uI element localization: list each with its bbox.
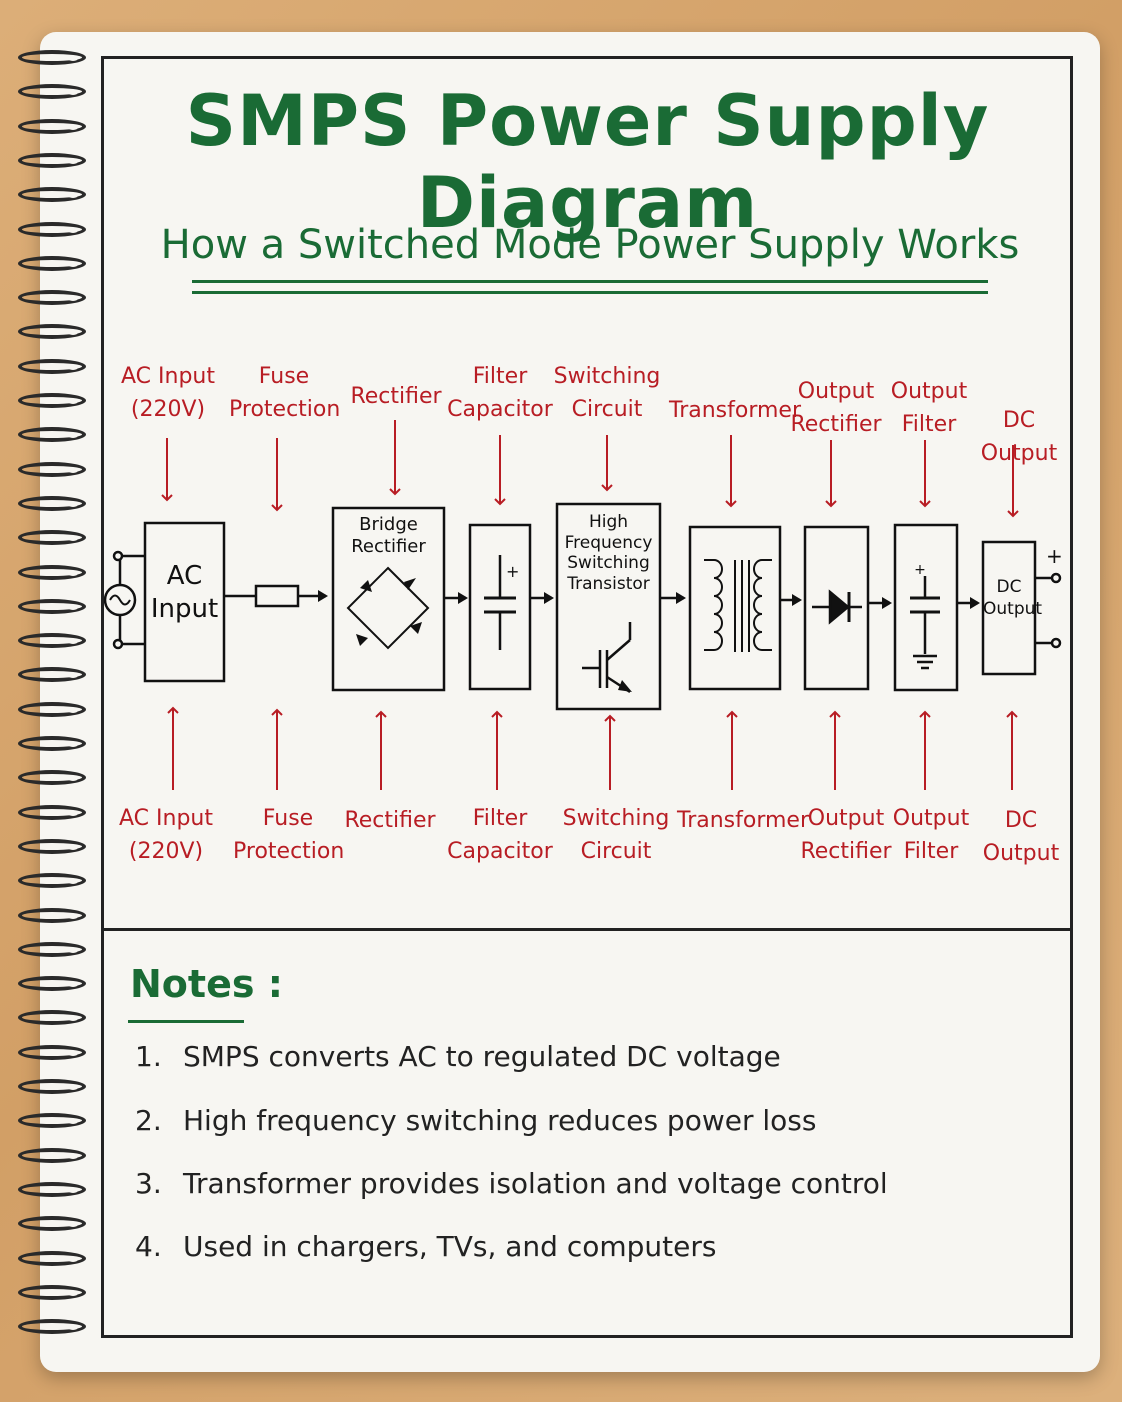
spiral-ring [18,1044,86,1060]
spiral-ring [18,427,86,443]
page-title: SMPS Power Supply Diagram [185,80,990,244]
dc-output-box [981,540,1037,676]
top-label-transformer: Transformer [669,398,802,423]
output-rectifier-box [803,525,870,691]
transformer-box [688,525,782,691]
spiral-ring [18,187,86,203]
spiral-ring [18,530,86,546]
spiral-ring [18,393,86,408]
spiral-ring [18,907,86,923]
notes-underline [128,1020,244,1023]
spiral-ring [18,633,86,649]
notes-divider [101,928,1073,931]
spiral-ring [18,84,86,100]
spiral-ring [18,1216,86,1232]
spiral-ring [18,770,86,786]
note-item: 3.Transformer provides isolation and vol… [135,1167,888,1200]
spiral-ring [18,255,86,271]
spiral-ring [18,701,86,717]
output-filter-box [893,523,959,692]
spiral-ring [18,324,86,340]
page-frame [101,56,1073,1338]
bottom-label-transformer: Transformer [677,808,810,833]
note-item: 1.SMPS converts AC to regulated DC volta… [135,1040,781,1073]
spiral-ring [18,873,86,889]
dc-negative-terminal [1050,637,1062,649]
subtitle-underline [192,280,988,283]
spiral-ring [18,358,86,374]
spiral-ring [18,564,86,580]
spiral-ring [18,461,86,477]
bottom-label-ac-input: AC Input(220V) [119,806,213,864]
note-item: 4.Used in chargers, TVs, and computers [135,1230,717,1263]
spiral-ring [18,976,86,992]
dc-plus-sign: + [1046,544,1063,568]
spiral-ring [18,290,86,306]
subtitle-underline-2 [192,291,988,294]
top-label-rectifier: Rectifier [350,384,442,409]
note-item: 2.High frequency switching reduces power… [135,1104,817,1137]
notebook-page [40,32,1100,1372]
spiral-ring [18,118,86,134]
spiral-ring [18,736,86,751]
spiral-ring [18,1284,86,1300]
spiral-ring [18,1079,86,1094]
top-label-dc-output: DC Output [980,408,1058,466]
capacitor-plus-sign: + [506,562,520,581]
top-label-ac-input: AC Input(220V) [121,364,215,422]
bottom-label-rectifier: Rectifier [344,808,436,833]
output-capacitor-plus-sign: + [914,562,926,578]
notes-title: Notes : [130,962,283,1006]
spiral-ring [18,1010,86,1026]
spiral-ring [18,1147,86,1163]
spiral-ring [18,598,86,614]
spiral-ring [18,1181,86,1197]
spiral-ring [18,941,86,957]
spiral-ring [18,1319,86,1335]
filter-capacitor-box [468,523,532,691]
switching-transistor-box [555,502,662,711]
dc-positive-terminal [1050,572,1062,584]
bottom-arrows [167,706,1018,790]
spiral-ring [18,1250,86,1266]
spiral-ring [18,838,86,854]
spiral-ring [18,495,86,511]
ac-input-box [143,521,226,683]
spiral-ring [18,804,86,820]
top-arrows [161,420,1019,518]
page-subtitle: How a Switched Mode Power Supply Works [160,222,1020,268]
spiral-ring [18,667,86,683]
spiral-ring [18,50,86,65]
spiral-ring [18,152,86,168]
spiral-ring [18,221,86,237]
bottom-label-dc-output: DC Output [982,808,1060,866]
fuse-symbol [254,584,300,608]
spiral-ring [18,1113,86,1129]
